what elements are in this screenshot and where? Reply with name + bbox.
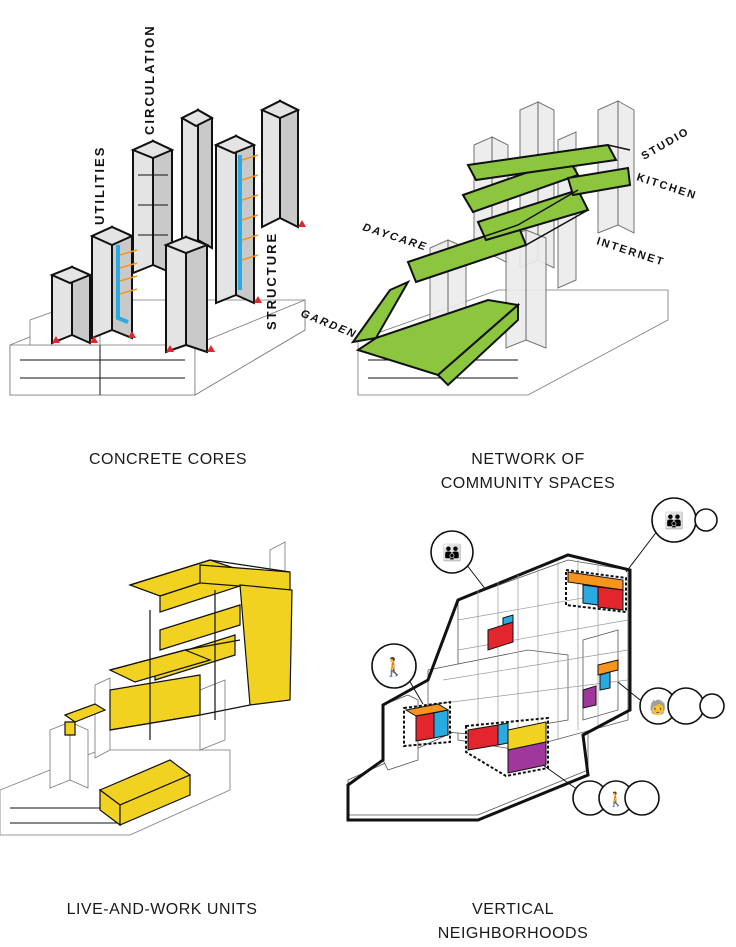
label-internet: INTERNET — [595, 235, 666, 268]
caption-line: LIVE-AND-WORK UNITS — [66, 901, 258, 918]
caption-community-spaces: NETWORK OF COMMUNITY SPACES — [378, 448, 678, 496]
core-tower-6 — [213, 134, 257, 305]
caption-vertical-neighborhoods: VERTICAL NEIGHBORHOODS — [363, 898, 663, 946]
elderly-person-icon: 🧓 — [649, 698, 666, 716]
core-tower-4 — [179, 108, 215, 250]
neighborhood-bottom — [465, 716, 549, 778]
core-tower-5 — [163, 235, 210, 354]
neighborhood-top — [565, 568, 627, 614]
family-icon: 👪 — [442, 543, 462, 562]
core-tower-structure — [259, 99, 301, 229]
yellow-units — [63, 559, 293, 827]
concrete-cores-diagram: UTILITIES CIRCULATION STRUCTURE — [9, 24, 306, 396]
caption-line: NEIGHBORHOODS — [437, 925, 589, 942]
callout-family-right: 👪 — [651, 497, 718, 543]
panel-live-work-units: LIVE-AND-WORK UNITS — [0, 490, 368, 947]
callout-family-top: 👪 — [430, 530, 474, 574]
core-tower-circulation — [130, 139, 175, 275]
label-circulation: CIRCULATION — [142, 24, 157, 135]
caption-line: VERTICAL — [472, 901, 554, 918]
truss-lines — [109, 559, 291, 740]
structure-anchors — [52, 220, 306, 352]
neighborhood-mid — [487, 614, 619, 709]
person-icon: 🚶 — [607, 791, 624, 808]
utility-arrows — [119, 154, 259, 295]
family-icon: 👪 — [664, 511, 684, 530]
caption-line: CONCRETE CORES — [88, 451, 248, 468]
label-utilities: UTILITIES — [92, 146, 107, 225]
core-tower-1 — [49, 265, 93, 345]
panel-community-spaces: STUDIO KITCHEN DAYCARE INTERNET GARDEN N… — [299, 0, 736, 492]
neighborhood-left — [403, 700, 451, 748]
label-kitchen: KITCHEN — [635, 171, 699, 202]
caption-concrete-cores: CONCRETE CORES — [18, 448, 318, 472]
label-daycare: DAYCARE — [361, 221, 429, 253]
caption-live-work-units: LIVE-AND-WORK UNITS — [12, 898, 312, 922]
callout-group-bottom: 🚶 — [572, 780, 660, 816]
person-icon: 🚶 — [383, 656, 405, 677]
community-ribbon — [350, 143, 632, 387]
panel-concrete-cores: UTILITIES CIRCULATION STRUCTURE CONCRETE… — [0, 0, 368, 480]
label-studio: STUDIO — [640, 125, 692, 162]
community-spaces-diagram: STUDIO KITCHEN DAYCARE INTERNET GARDEN — [299, 100, 699, 396]
unit-grid — [427, 560, 629, 748]
callout-person-left: 🚶 — [371, 643, 417, 689]
core-tower-utilities — [89, 225, 135, 340]
panel-vertical-neighborhoods: 👪 👪 🚶 🧓 🚶 VERTICAL NEIGHBORHOODS — [346, 490, 736, 947]
truss-lines — [407, 144, 631, 283]
caption-line: COMMUNITY SPACES — [440, 475, 616, 492]
label-structure: STRUCTURE — [264, 232, 279, 330]
caption-line: NETWORK OF — [471, 451, 585, 468]
vertical-neighborhoods-diagram: 👪 👪 🚶 🧓 🚶 — [346, 497, 725, 822]
live-work-units-diagram — [0, 541, 293, 836]
callout-elderly-right: 🧓 — [639, 687, 725, 725]
